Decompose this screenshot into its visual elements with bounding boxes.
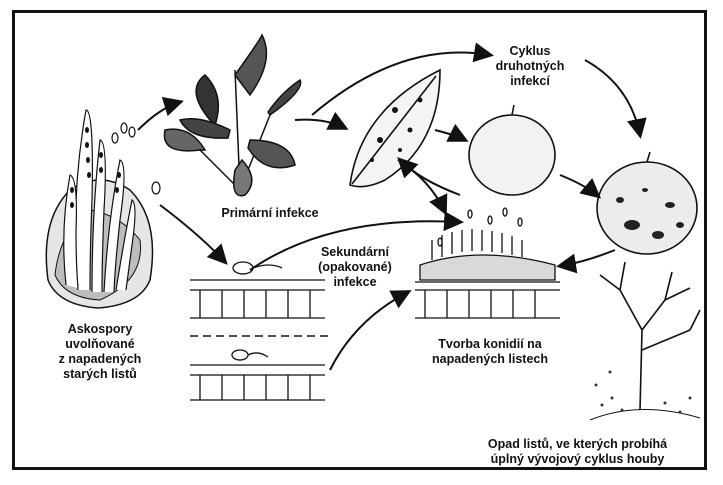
bare-tree-illustration (590, 262, 700, 420)
ascospores-line-1: Askospory (35, 322, 165, 337)
secondary-infection-label: Sekundární (opakované) infekce (305, 245, 405, 290)
leaf-fall-line-1: Opad listů, ve kterých probíhá (455, 437, 700, 452)
secondary-cycle-line-3: infekcí (470, 74, 590, 89)
conidia-line-1: Tvorba konidií na (410, 337, 570, 352)
secondary-cycle-line-1: Cyklus (470, 44, 590, 59)
ascospores-label: Askospory uvolňované z napadených starýc… (35, 322, 165, 382)
ascospores-line-3: z napadených (35, 352, 165, 367)
secondary-infection-line-1: Sekundární (305, 245, 405, 260)
perithecium-illustration (46, 110, 160, 308)
primary-infection-label: Primární infekce (200, 206, 340, 221)
branch-leaves-illustration (164, 35, 300, 196)
apple-illustration (469, 105, 555, 195)
secondary-infection-line-3: infekce (305, 275, 405, 290)
secondary-cycle-label: Cyklus druhotných infekcí (470, 44, 590, 89)
secondary-infection-line-2: (opakované) (305, 260, 405, 275)
conidia-line-2: napadených listech (410, 352, 570, 367)
leaf-fall-line-2: úplný vývojový cyklus houby (455, 452, 700, 467)
ascospores-line-4: starých listů (35, 367, 165, 382)
infected-leaf-illustration (350, 70, 440, 187)
conidia-label: Tvorba konidií na napadených listech (410, 337, 570, 367)
ascospores-line-2: uvolňované (35, 337, 165, 352)
leaf-fall-label: Opad listů, ve kterých probíhá úplný výv… (455, 437, 700, 467)
secondary-cycle-line-2: druhotných (470, 59, 590, 74)
conidia-tissue-section (415, 208, 560, 318)
leaf-tissue-section-bottom (190, 350, 325, 400)
scabbed-apple-illustration (597, 152, 697, 254)
